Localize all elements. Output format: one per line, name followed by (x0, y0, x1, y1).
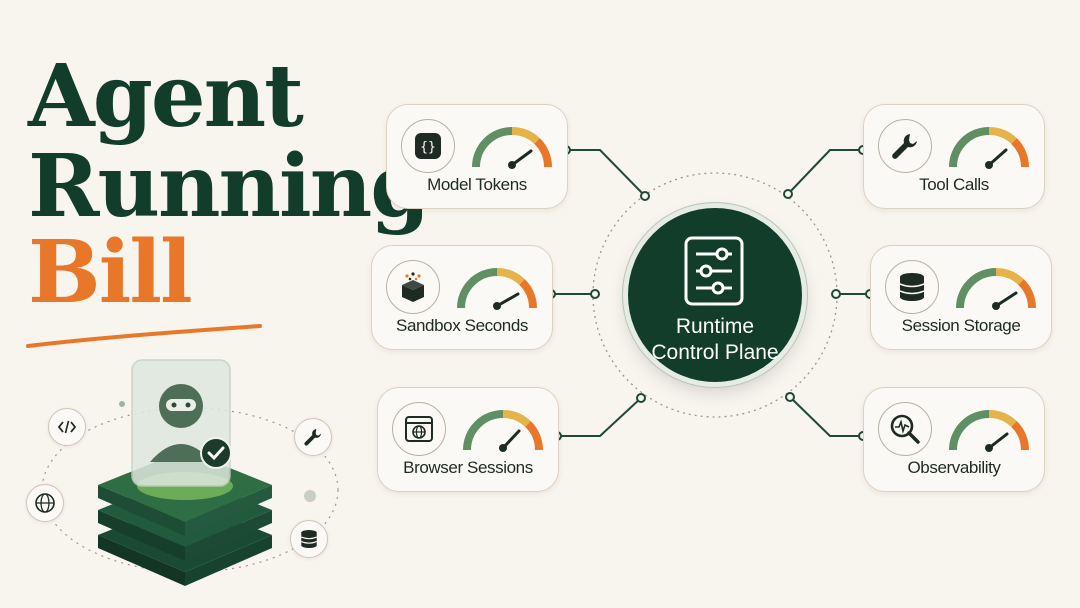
meter-card-observability[interactable]: Observability (863, 387, 1045, 492)
meter-card-browser-sessions[interactable]: Browser Sessions (377, 387, 559, 492)
magnifier-pulse-icon (890, 414, 920, 444)
usage-gauge (956, 267, 1037, 310)
meter-label: Sandbox Seconds (396, 316, 528, 335)
checkmark-icon (202, 440, 232, 470)
svg-text:{}: {} (420, 140, 436, 155)
meter-label: Model Tokens (427, 175, 527, 194)
usage-gauge (457, 267, 538, 310)
usage-gauge (949, 126, 1030, 169)
icon-badge (878, 119, 932, 173)
meter-card-session-storage[interactable]: Session Storage (870, 245, 1052, 350)
wrench-icon (294, 418, 332, 456)
sliders-icon (684, 236, 744, 306)
database-icon (290, 520, 328, 558)
hub-label-runtime: Runtime (675, 315, 755, 338)
usage-gauge (463, 409, 544, 452)
title-line-agent: Agent (28, 46, 304, 147)
meter-label: Session Storage (901, 316, 1021, 335)
icon-badge (885, 260, 939, 314)
sandbox-box-icon (402, 272, 424, 302)
runtime-control-plane-hub[interactable]: Runtime Control Plane (628, 208, 802, 382)
usage-gauge (472, 126, 553, 169)
code-icon (48, 408, 86, 446)
meter-label: Browser Sessions (403, 458, 533, 477)
database-icon (899, 273, 925, 301)
title-line-running: Running (28, 136, 430, 237)
code-braces-icon: {} (415, 133, 441, 159)
wrench-icon (892, 134, 917, 159)
meter-label: Observability (907, 458, 1001, 477)
browser-globe-icon (405, 416, 433, 442)
title-underline-stroke (26, 324, 262, 348)
meter-card-tool-calls[interactable]: Tool Calls (863, 104, 1045, 209)
globe-icon (26, 484, 64, 522)
agent-stack-illustration (41, 359, 339, 586)
icon-badge (392, 402, 446, 456)
meter-card-sandbox-seconds[interactable]: Sandbox Seconds (371, 245, 553, 350)
icon-badge (878, 402, 932, 456)
hub-label-control-plane: Control Plane (651, 341, 779, 364)
meter-card-model-tokens[interactable]: {} Model Tokens (386, 104, 568, 209)
icon-badge (386, 260, 440, 314)
icon-badge: {} (401, 119, 455, 173)
meter-label: Tool Calls (919, 175, 989, 194)
usage-gauge (949, 409, 1030, 452)
title-line-bill: Bill (28, 222, 193, 323)
